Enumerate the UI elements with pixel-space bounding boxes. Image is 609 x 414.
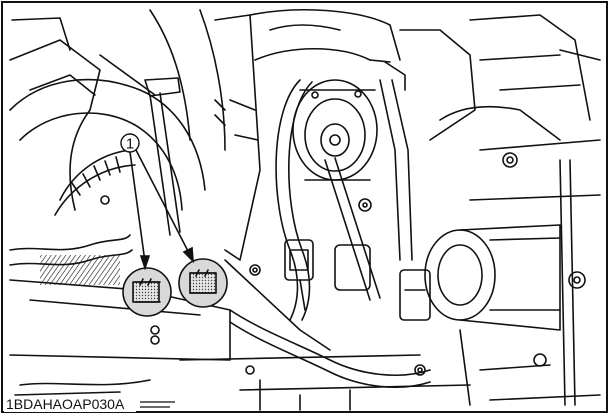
- connector: [284, 239, 371, 311]
- lever-arm: [99, 54, 181, 236]
- detail-circle-left: [122, 267, 172, 317]
- pulley-assembly: [292, 79, 378, 181]
- engine-block-top: [249, 9, 601, 141]
- callout-leaders: [129, 149, 194, 271]
- hose: [229, 79, 431, 388]
- right-bracket: [469, 139, 601, 406]
- pipe-rod: [324, 59, 413, 301]
- callout-1: 1: [120, 133, 140, 153]
- detail-circle-right: [178, 258, 228, 308]
- wheel-housing: [9, 9, 226, 216]
- mounting-bracket: [214, 14, 331, 351]
- figure-code-label: 1BDAHAOAP030A: [4, 396, 175, 412]
- bolts: [100, 152, 518, 376]
- callout-number: 1: [126, 136, 134, 153]
- lower-frame: [179, 329, 471, 411]
- starter-motor: [399, 224, 561, 331]
- figure-code: 1BDAHAOAP030A: [6, 396, 125, 412]
